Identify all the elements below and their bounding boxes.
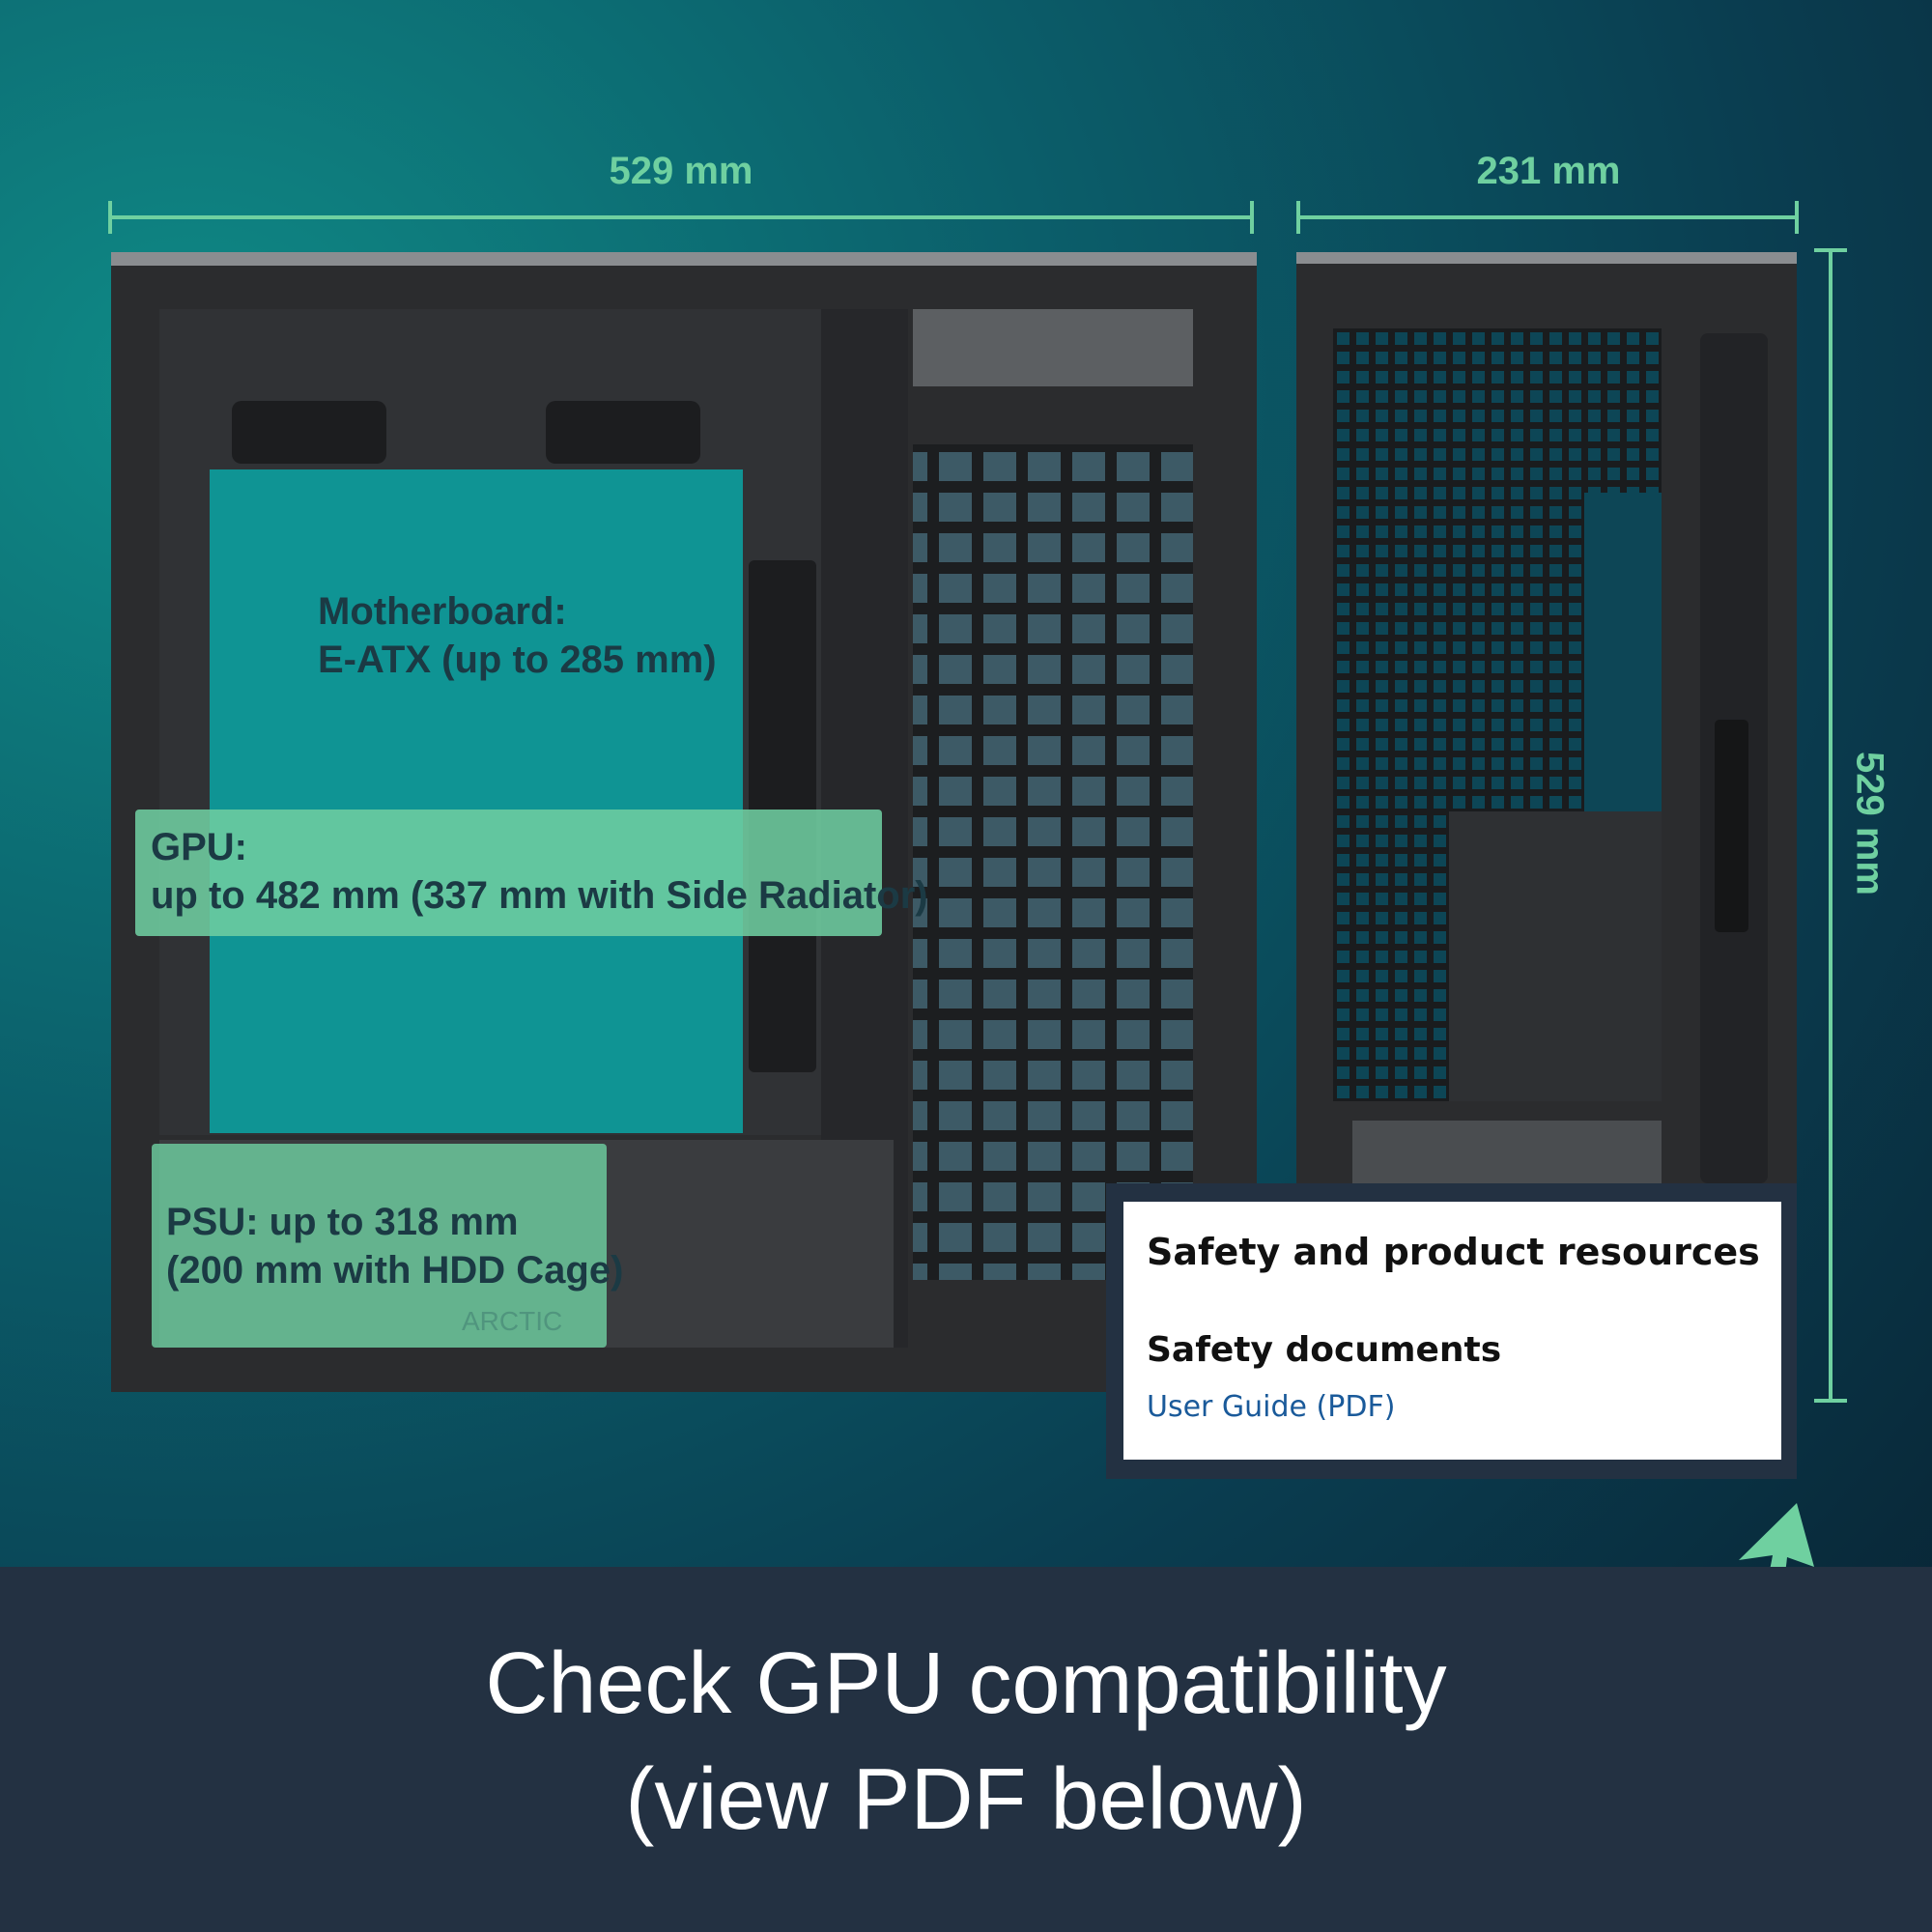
- front-mesh: [913, 444, 1193, 1280]
- length-tick-right: [1250, 201, 1254, 234]
- arrow-icon: [1608, 1503, 1814, 1714]
- user-guide-pdf-link[interactable]: User Guide (PDF): [1147, 1390, 1396, 1424]
- banner-line-1: Check GPU compatibility: [485, 1635, 1447, 1732]
- motherboard-label: Motherboard: E-ATX (up to 285 mm): [318, 587, 717, 684]
- motherboard-label-spec: E-ATX (up to 285 mm): [318, 639, 717, 681]
- width-dimension-line: [1296, 215, 1799, 219]
- psu-label-spec: (200 mm with HDD Cage): [166, 1249, 624, 1292]
- resources-title: Safety and product resources: [1147, 1231, 1760, 1273]
- width-tick-left: [1296, 201, 1300, 234]
- resources-card: Safety and product resources Safety docu…: [1123, 1202, 1781, 1460]
- psu-label-title: PSU: up to 318 mm: [166, 1201, 519, 1243]
- resources-panel: Safety and product resources Safety docu…: [1106, 1183, 1797, 1479]
- motherboard-label-title: Motherboard:: [318, 590, 567, 633]
- width-dimension-label: 231 mm: [1476, 150, 1621, 192]
- length-tick-left: [108, 201, 112, 234]
- width-tick-right: [1795, 201, 1799, 234]
- arctic-logo: ARCTIC: [462, 1306, 563, 1336]
- banner-line-2: (view PDF below): [625, 1751, 1307, 1848]
- motherboard-area-overlay: [210, 469, 743, 1133]
- height-dimension-line: [1829, 250, 1833, 1401]
- safety-documents-heading: Safety documents: [1147, 1330, 1502, 1370]
- height-tick-top: [1814, 248, 1847, 252]
- gpu-label-title: GPU:: [151, 826, 247, 868]
- gpu-area-overlay: [135, 810, 882, 936]
- length-dimension-label: 529 mm: [609, 150, 753, 192]
- psu-label: PSU: up to 318 mm (200 mm with HDD Cage): [166, 1198, 623, 1294]
- height-tick-bottom: [1814, 1399, 1847, 1403]
- psu-area-overlay: [152, 1144, 607, 1348]
- length-dimension-line: [108, 215, 1254, 219]
- bottom-banner: Check GPU compatibility (view PDF below): [0, 1567, 1932, 1932]
- gpu-label-spec: up to 482 mm (337 mm with Side Radiator): [151, 874, 928, 917]
- gpu-label: GPU: up to 482 mm (337 mm with Side Radi…: [151, 823, 928, 920]
